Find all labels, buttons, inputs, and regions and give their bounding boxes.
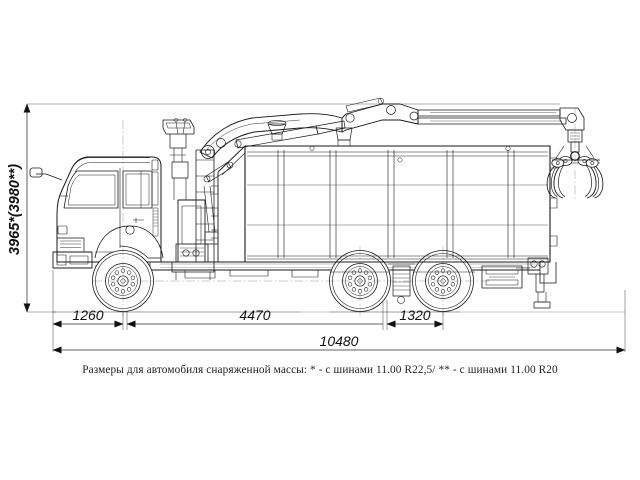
access-ladder [195,149,215,262]
dimension-front-overhang: 1260 [72,307,103,323]
drawing-caption: Размеры для автомобиля снаряженной массы… [82,364,558,376]
truck-cab [29,156,164,269]
bogie-suspension [330,263,475,304]
centre-lines [93,108,576,316]
dimension-height-label: 3965*(3980**) [7,164,23,255]
vehicle-side-view [29,97,625,316]
crane-operator-seat [162,118,195,200]
crane-boom [199,97,567,245]
rear-outrigger [516,257,551,309]
side-fuel-tank [481,265,523,289]
cargo-body [211,145,558,263]
grapple-assembly [546,107,604,199]
dimension-overall-length: 10480 [320,333,359,349]
dimension-rear-axle-spacing: 1320 [399,307,430,323]
dimension-wheelbase: 4470 [239,307,270,323]
